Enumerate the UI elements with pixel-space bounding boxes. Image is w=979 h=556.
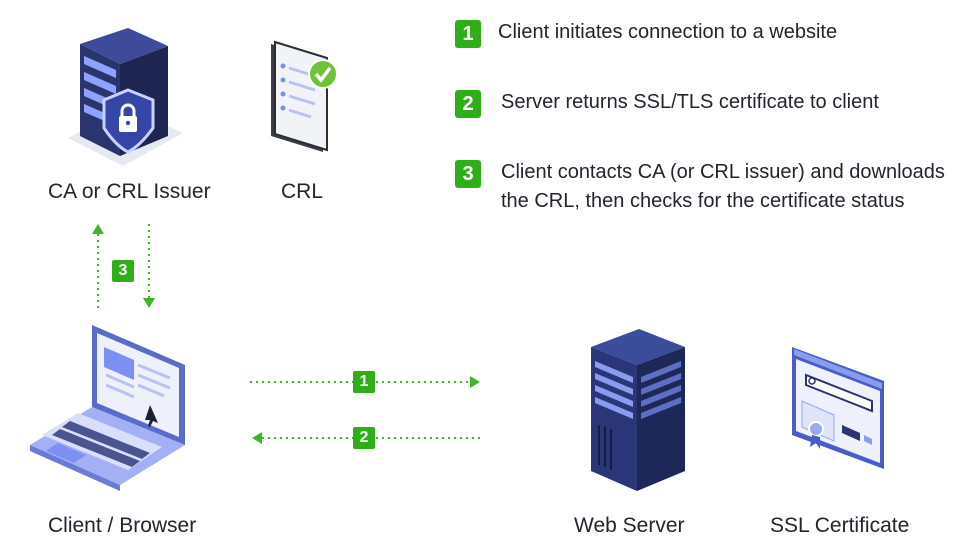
step-2-text: Server returns SSL/TLS certificate to cl… [501,91,879,113]
arrow-2-badge: 2 [353,427,375,449]
arrow-3-badge: 3 [112,260,134,282]
crl-label: CRL [281,180,324,203]
client-label: Client / Browser [48,514,197,537]
ca-client-arrows [92,224,155,308]
server-lock-icon [68,28,183,166]
step-3-text: Client contacts CA (or CRL issuer) and d… [501,161,945,212]
web-server-icon [591,329,685,491]
crl-document-icon [271,40,338,152]
step-3-badge: 3 [455,160,481,188]
laptop-icon [30,325,185,491]
step-2-badge: 2 [455,90,481,118]
web-server-label: Web Server [574,514,685,537]
arrow-1-badge: 1 [353,371,375,393]
step-1-badge: 1 [455,20,481,48]
step-1-text: Client initiates connection to a website [498,21,838,43]
ssl-certificate-icon [792,347,884,469]
ca-label: CA or CRL Issuer [48,180,211,203]
ssl-cert-label: SSL Certificate [770,514,910,537]
